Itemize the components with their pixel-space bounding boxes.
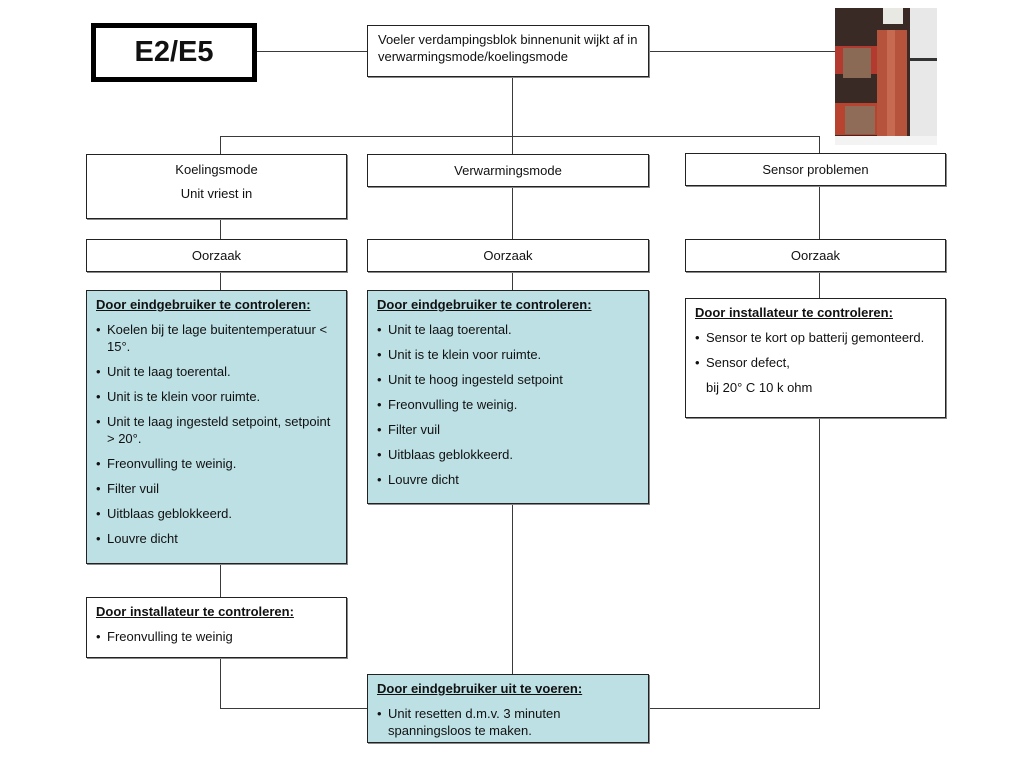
cause-box-sensor: Oorzaak: [685, 239, 946, 272]
check-box-sensor: Door installateur te controleren: Sensor…: [685, 298, 946, 418]
connector-col1-cause: [220, 218, 221, 240]
connector-col3-cause: [819, 185, 820, 240]
check-item: Unit te hoog ingesteld setpoint: [377, 371, 639, 388]
check-item: Unit is te klein voor ruimte.: [377, 346, 639, 363]
connector-root-photo: [648, 51, 835, 52]
check-list: Unit te laag toerental. Unit is te klein…: [377, 321, 639, 488]
connector-col3-action: [648, 708, 820, 709]
connector-root-down: [512, 76, 513, 155]
check-header: Door eindgebruiker te controleren:: [377, 297, 592, 312]
check-item: Unit te laag toerental.: [377, 321, 639, 338]
check-box-koeling: Door eindgebruiker te controleren: Koele…: [86, 290, 347, 564]
connector-branch: [220, 136, 820, 137]
check-list: Sensor te kort op batterij gemonteerd. S…: [695, 329, 936, 396]
check-item: Louvre dicht: [377, 471, 639, 488]
check-header: Door installateur te controleren:: [695, 305, 893, 320]
action-item: Unit resetten d.m.v. 3 minuten spannings…: [377, 705, 639, 739]
installer-list: Freonvulling te weinig: [96, 628, 337, 645]
connector-col2-check: [512, 271, 513, 291]
action-list: Unit resetten d.m.v. 3 minuten spannings…: [377, 705, 639, 739]
check-item: Freonvulling te weinig.: [96, 455, 337, 472]
check-item: Louvre dicht: [96, 530, 337, 547]
connector-col1-check: [220, 271, 221, 291]
error-code-title: E2/E5: [91, 23, 257, 82]
sensor-photo: [835, 8, 937, 145]
check-item: Unit te laag toerental.: [96, 363, 337, 380]
connector-col1-action: [220, 708, 368, 709]
check-item: Unit is te klein voor ruimte.: [96, 388, 337, 405]
check-header: Door eindgebruiker te controleren:: [96, 297, 311, 312]
mode-box-verwarming: Verwarmingsmode: [367, 154, 649, 187]
connector-col1-top: [220, 136, 221, 155]
root-text: Voeler verdampingsblok binnenunit wijkt …: [378, 32, 638, 64]
cause-box-verwarming: Oorzaak: [367, 239, 649, 272]
cause-label: Oorzaak: [790, 248, 841, 263]
check-note: bij 20° C 10 k ohm: [706, 380, 813, 395]
check-item: Uitblaas geblokkeerd.: [96, 505, 337, 522]
connector-col3-top: [819, 136, 820, 154]
connector-title-root: [257, 51, 367, 52]
mode-title: Koelingsmode: [175, 162, 258, 177]
check-item: Sensor te kort op batterij gemonteerd.: [695, 329, 936, 346]
root-box: Voeler verdampingsblok binnenunit wijkt …: [367, 25, 649, 77]
check-item: Filter vuil: [377, 421, 639, 438]
check-list: Koelen bij te lage buitentemperatuur < 1…: [96, 321, 337, 547]
check-item: Uitblaas geblokkeerd.: [377, 446, 639, 463]
mode-subtitle: Unit vriest in: [180, 186, 253, 201]
cause-label: Oorzaak: [483, 248, 533, 263]
installer-header: Door installateur te controleren:: [96, 604, 294, 619]
action-box: Door eindgebruiker uit te voeren: Unit r…: [367, 674, 649, 743]
mode-box-koeling: Koelingsmode Unit vriest in: [86, 154, 347, 219]
check-item: Freonvulling te weinig.: [377, 396, 639, 413]
check-item: Filter vuil: [96, 480, 337, 497]
mode-title: Verwarmingsmode: [454, 163, 562, 178]
mode-title: Sensor problemen: [762, 162, 869, 177]
connector-col3-bottom: [819, 417, 820, 708]
connector-col1-bottom: [220, 657, 221, 708]
connector-col2-action: [512, 503, 513, 675]
check-item: Koelen bij te lage buitentemperatuur < 1…: [96, 321, 337, 355]
installer-box-koeling: Door installateur te controleren: Freonv…: [86, 597, 347, 658]
connector-col2-cause: [512, 186, 513, 240]
sensor-photo-image: [835, 8, 937, 145]
check-box-verwarming: Door eindgebruiker te controleren: Unit …: [367, 290, 649, 504]
installer-item: Freonvulling te weinig: [96, 628, 337, 645]
cause-label: Oorzaak: [191, 248, 242, 263]
mode-box-sensor: Sensor problemen: [685, 153, 946, 186]
check-item: Sensor defect,: [695, 354, 936, 371]
connector-col1-installer: [220, 563, 221, 598]
action-header: Door eindgebruiker uit te voeren:: [377, 681, 583, 696]
connector-col3-check: [819, 271, 820, 299]
cause-box-koeling: Oorzaak: [86, 239, 347, 272]
check-item: Unit te laag ingesteld setpoint, setpoin…: [96, 413, 337, 447]
